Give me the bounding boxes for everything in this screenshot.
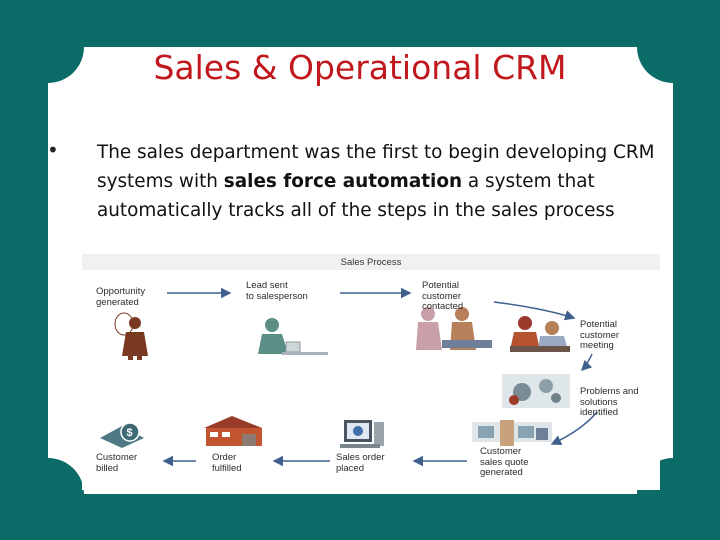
- arrow-4-icon: [580, 353, 593, 372]
- diagram-title: Sales Process: [340, 257, 402, 268]
- step-label-lead: Lead sent to salesperson: [246, 280, 308, 302]
- warehouse-icon: [204, 416, 262, 446]
- lightbulb-person-icon: [114, 312, 148, 360]
- step-label-meeting: Potential customer meeting: [580, 319, 620, 351]
- svg-text:$: $: [127, 427, 133, 439]
- customer-contact-icon: [416, 307, 492, 350]
- step-label-contacted: Potential customer contacted: [422, 280, 464, 312]
- bullet-text-part-1: The sales department was the first to be…: [97, 142, 655, 192]
- gears-icon: [502, 374, 570, 408]
- bullet-marker: •: [47, 138, 59, 162]
- computer-desk-icon: [472, 420, 552, 446]
- bullet-text-bold: sales force automation: [223, 171, 463, 192]
- sales-process-diagram: $ Sales Process Opportunity generated Le…: [82, 250, 660, 490]
- diagram-header-band: [82, 254, 660, 270]
- bullet-text: The sales department was the first to be…: [97, 138, 662, 225]
- step-label-quote: Customer sales quote generated: [480, 446, 529, 478]
- step-label-opportunity: Opportunity generated: [96, 286, 146, 308]
- arrow-3-icon: [493, 301, 576, 321]
- bullet-text-part-2: a system that automatically tracks all o…: [97, 171, 615, 221]
- step-label-billed: Customer billed: [96, 452, 138, 474]
- computer-icon: [340, 420, 384, 448]
- step-label-order-placed: Sales order placed: [336, 452, 385, 474]
- meeting-icon: [510, 316, 570, 352]
- billed-dollar-icon: $: [100, 422, 144, 448]
- person-at-laptop-icon: [258, 318, 328, 355]
- arrow-5-icon: [550, 411, 598, 445]
- diagram-illustrations: $: [82, 254, 660, 467]
- step-label-fulfilled: Order fulfilled: [212, 452, 242, 474]
- step-label-problems: Problems and solutions identified: [580, 386, 639, 418]
- slide-title: Sales & Operational CRM: [153, 48, 567, 87]
